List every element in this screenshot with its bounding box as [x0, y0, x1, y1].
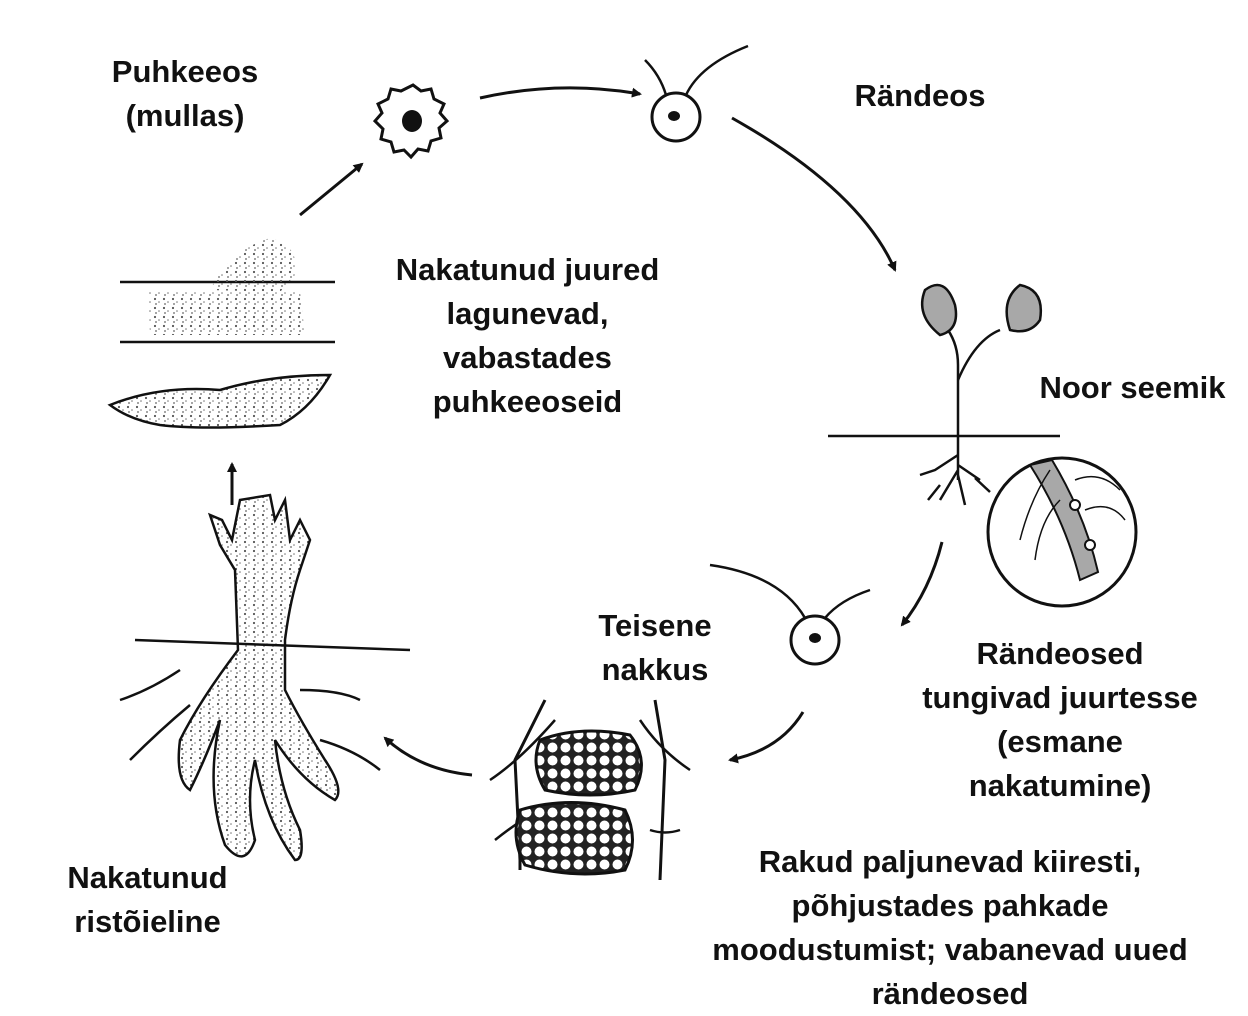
- arrow-galls-to-plant: [385, 738, 472, 775]
- resting-spore-label: Puhkeeos (mullas): [85, 50, 285, 138]
- decay-label: Nakatunud juured lagunevad, vabastades p…: [360, 248, 695, 424]
- primary-infection-label: Rändeosed tungivad juurtesse (esmane nak…: [880, 632, 1240, 808]
- arrow-resting-to-zoospore: [480, 88, 640, 98]
- magnified-root-icon: [988, 458, 1136, 606]
- zoospore-icon: [645, 46, 748, 141]
- arrow-decay-to-resting: [300, 164, 362, 215]
- zoospore-label: Rändeos: [820, 74, 1020, 118]
- arrow-seedling-to-infection: [902, 542, 942, 625]
- arrow-secondary-to-galls: [730, 712, 803, 760]
- resting-spore-icon: [375, 85, 447, 157]
- arrow-zoospore-to-seedling: [732, 118, 895, 270]
- decaying-roots-icon: [110, 238, 335, 428]
- infected-plant-icon: [120, 495, 410, 860]
- young-seedling-label: Noor seemik: [1020, 366, 1245, 410]
- secondary-infection-label: Teisene nakkus: [565, 604, 745, 692]
- gall-formation-label: Rakud paljunevad kiiresti, põhjustades p…: [660, 840, 1240, 1016]
- infected-plant-label: Nakatunud ristõieline: [40, 856, 255, 944]
